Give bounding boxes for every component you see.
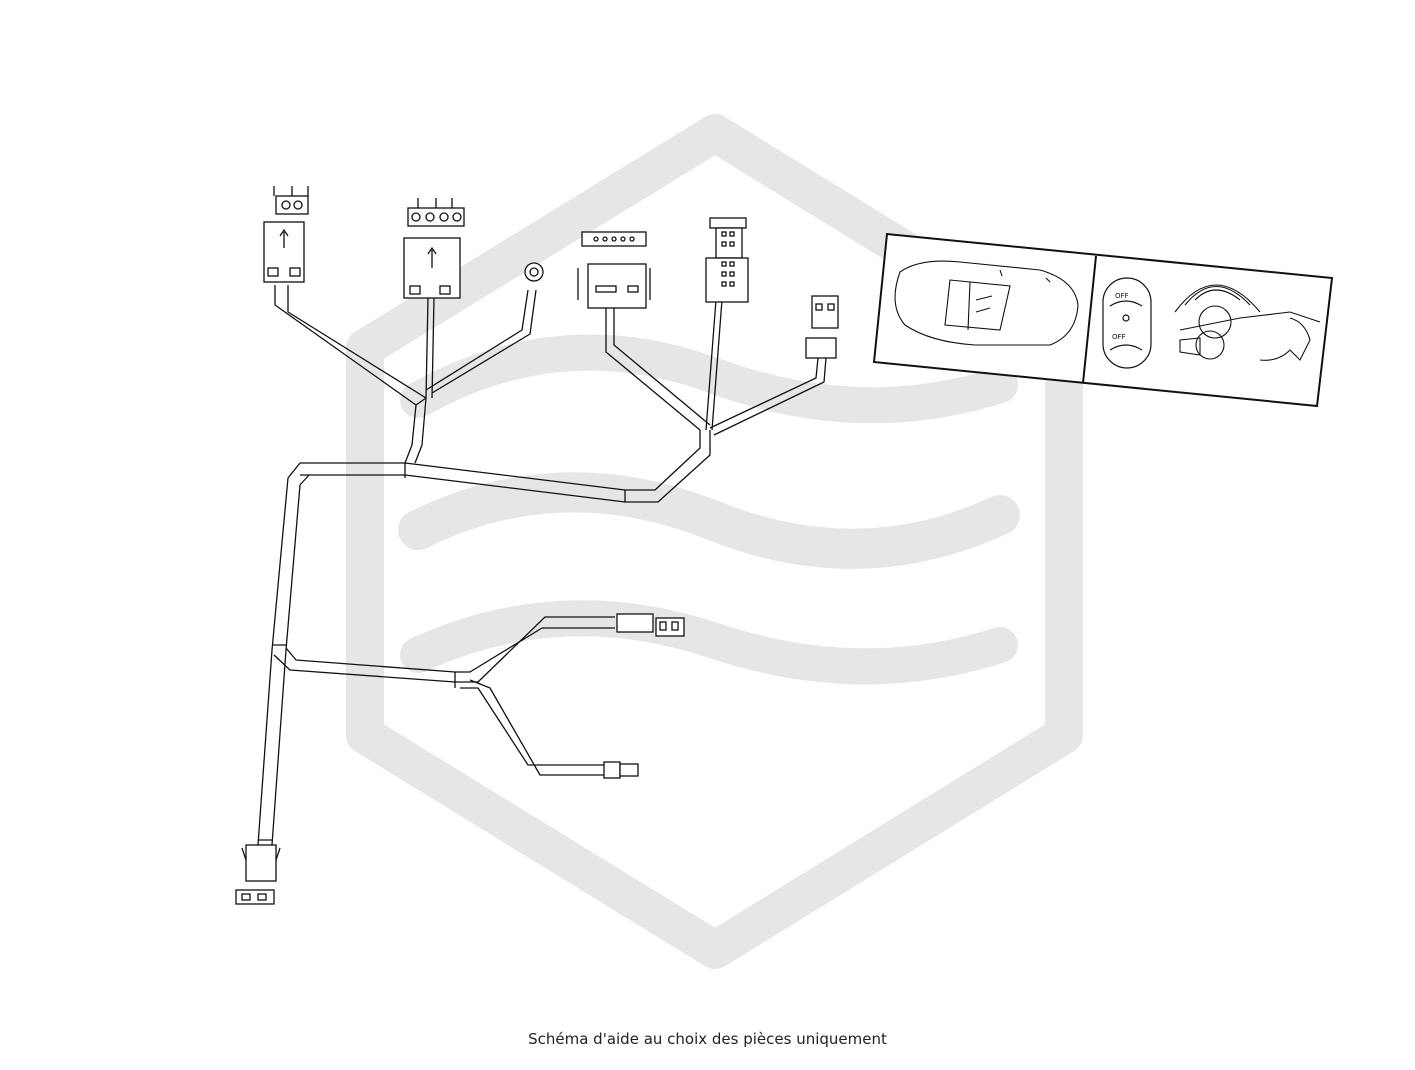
harness-cables — [257, 285, 827, 846]
switch-off-bottom-label: OFF — [1112, 333, 1126, 341]
ring-terminal — [524, 262, 544, 282]
inset-panel: OFF OFF — [872, 232, 1334, 408]
connector-4pin — [403, 198, 465, 299]
connector-lower-upper-branch — [616, 613, 685, 637]
connector-flat-6pin — [577, 231, 651, 309]
connector-small-right — [805, 295, 839, 359]
sensor-driver-icon — [1174, 284, 1321, 361]
connector-bottom-left — [235, 844, 281, 905]
connector-tall-multipin — [705, 217, 749, 303]
switch-off-top-label: OFF — [1115, 292, 1129, 300]
connector-lower-lower-branch — [603, 761, 639, 779]
connector-2pin-top-left — [263, 186, 309, 283]
car-outline-icon — [894, 260, 1079, 346]
switch-panel-icon: OFF OFF — [1102, 277, 1152, 369]
diagram-caption: Schéma d'aide au choix des pièces unique… — [528, 1030, 887, 1048]
